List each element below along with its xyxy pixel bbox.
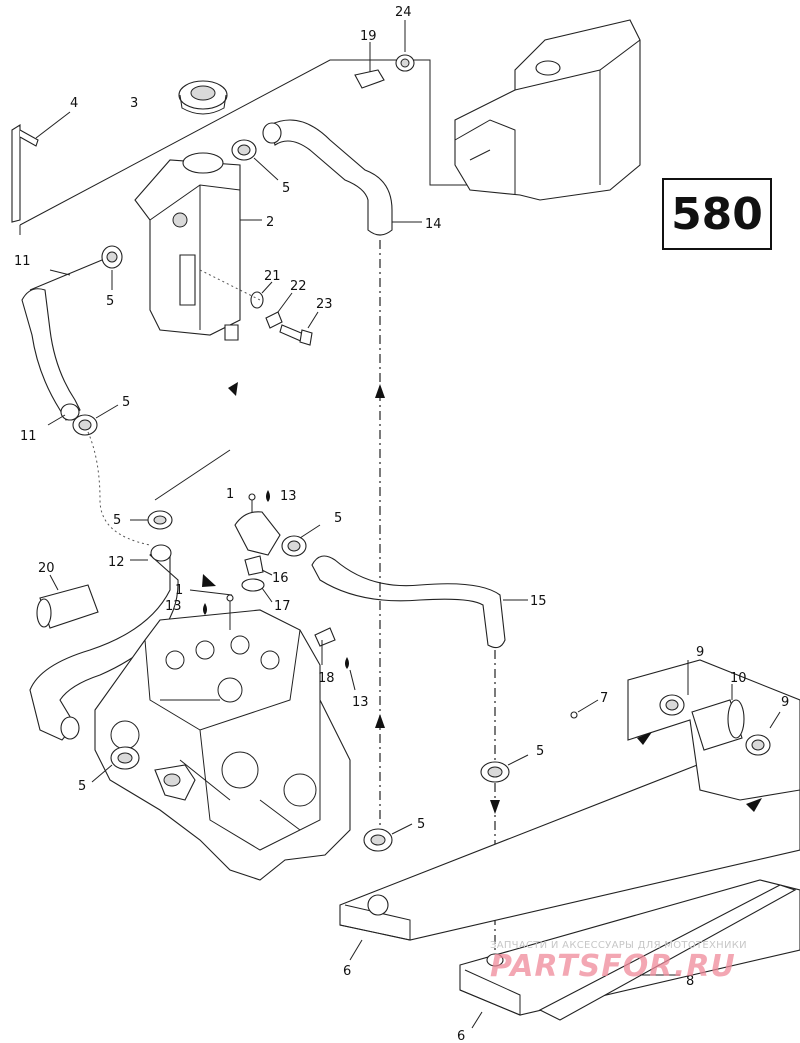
hose-part-10: [691, 684, 745, 751]
bolt-part-23: [199, 269, 319, 346]
bolt-part-1: [189, 574, 234, 630]
hose-part-15: [311, 555, 528, 649]
coolant-tank-part-2: [134, 152, 262, 341]
fitting-part-24: [395, 20, 415, 72]
hose-clamp-part-5: [130, 510, 173, 530]
sleeve-part-20: [36, 574, 99, 629]
bushing-part-22: [265, 292, 293, 329]
part-label: 5: [122, 395, 130, 410]
hose-part-14: [262, 119, 422, 236]
part-label: 2: [266, 215, 274, 230]
hose-clamp-part-5: [231, 139, 279, 181]
part-label: 1: [226, 487, 234, 502]
part-label: 5: [113, 513, 121, 528]
part-label: 23: [316, 297, 333, 312]
flow-lines: [375, 240, 500, 960]
hose-clamp-part-5: [91, 746, 140, 783]
hose-clamp-part-5: [101, 245, 123, 290]
rail-part-8: [538, 884, 797, 1021]
part-label: 5: [106, 294, 114, 309]
part-label: 11: [14, 254, 31, 269]
part-label: 13: [352, 695, 369, 710]
part-label: 3: [130, 96, 138, 111]
part-label: 5: [78, 779, 86, 794]
part-label: 5: [417, 817, 425, 832]
hose-clamp-part-5: [72, 404, 119, 436]
part-label: 20: [38, 561, 55, 576]
outlet-elbow: [154, 764, 196, 801]
part-label: 14: [425, 217, 442, 232]
radiator-cap-part-3: [178, 80, 228, 115]
diagram-page-number: 580: [662, 178, 772, 250]
washer-part-21: [250, 281, 273, 309]
thermostat-part-16: [244, 555, 273, 576]
hose-part-11: [21, 259, 103, 426]
part-label: 8: [686, 974, 694, 989]
part-label: 11: [20, 429, 37, 444]
part-labels: 24 19 4 3 5 2 14 11 5 21 22 23 5 11 1 13…: [14, 5, 789, 1043]
clip-part-19: [354, 42, 385, 89]
hose-clamp-part-5: [281, 524, 321, 557]
part-label: 6: [457, 1029, 465, 1043]
part-label: 10: [730, 671, 747, 686]
part-label: 9: [781, 695, 789, 710]
part-label: 18: [318, 671, 335, 686]
part-label: 6: [343, 964, 351, 979]
part-label: 22: [290, 279, 307, 294]
part-label: 13: [165, 599, 182, 614]
routing-line: [87, 431, 151, 546]
gasket-part-17: [241, 578, 273, 603]
part-label: 7: [600, 691, 608, 706]
part-label: 13: [280, 489, 297, 504]
part-label: 5: [282, 181, 290, 196]
screw-part-7: [570, 699, 599, 719]
triangle-marker: [228, 382, 238, 396]
part-label: 16: [272, 571, 289, 586]
engine-block: [94, 609, 351, 881]
hose-clamp-part-5: [480, 754, 529, 783]
temperature-sensor-part-18: [314, 627, 356, 691]
part-label: 15: [530, 594, 547, 609]
hose-clamp-part-9: [659, 660, 689, 716]
drop-icon: [266, 490, 270, 502]
hose-clamp-part-5: [363, 823, 413, 852]
thermostat-housing: [234, 493, 281, 556]
part-label: 5: [536, 744, 544, 759]
part-label: 17: [274, 599, 291, 614]
part-label: 21: [264, 269, 281, 284]
heat-exchanger-part-6: [459, 879, 800, 1029]
part-label: 12: [108, 555, 125, 570]
part-label: 1: [175, 583, 183, 598]
leader-line: [154, 449, 231, 501]
part-label: 5: [334, 511, 342, 526]
frame-plate: [19, 59, 520, 235]
part-label: 9: [696, 645, 704, 660]
vent-tube-part-4: [11, 111, 71, 223]
part-label: 24: [395, 5, 412, 20]
hose-clamp-part-9: [745, 711, 781, 756]
part-label: 4: [70, 96, 78, 111]
part-label: 19: [360, 29, 377, 44]
oil-tank-part: [454, 19, 641, 201]
